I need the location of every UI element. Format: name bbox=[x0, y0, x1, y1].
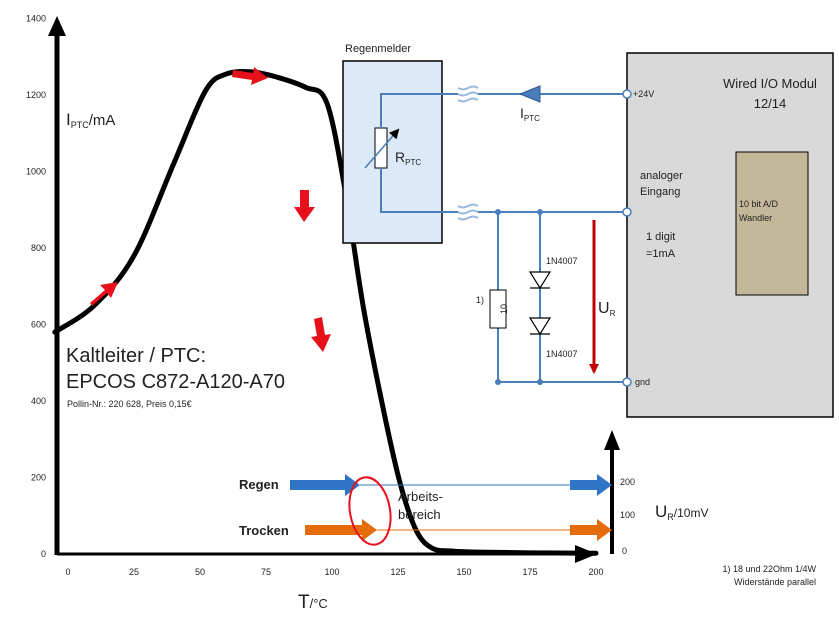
y-tick-label: 1000 bbox=[26, 167, 46, 177]
right-tick-200: 200 bbox=[620, 477, 635, 487]
regen-arrow-right bbox=[570, 474, 612, 496]
trocken-arrow-right bbox=[570, 519, 612, 541]
title-line-2: EPCOS C872-A120-A70 bbox=[66, 371, 285, 393]
right-tick-100: 100 bbox=[620, 510, 635, 520]
right-axis-arrowhead bbox=[604, 430, 620, 450]
regenmelder-title: Regenmelder bbox=[345, 43, 411, 55]
ptc-resistor bbox=[374, 127, 388, 169]
footnote-1: 1) 18 und 22Ohm 1/4W bbox=[722, 564, 816, 574]
rptc-label: RPTC bbox=[395, 149, 421, 167]
red-arrow-2 bbox=[232, 67, 268, 85]
pin-24v bbox=[622, 89, 632, 99]
adc-label-1: 10 bit A/D bbox=[739, 199, 779, 209]
io-module-title-2: 12/14 bbox=[754, 96, 787, 111]
y-tick-label: 1400 bbox=[26, 14, 46, 24]
ptc-current-curve bbox=[52, 69, 599, 556]
trocken-arrow-left bbox=[305, 519, 377, 541]
y-tick-label: 1200 bbox=[26, 90, 46, 100]
title-line-1: Kaltleiter / PTC: bbox=[66, 345, 206, 367]
pin-gnd-label: gnd bbox=[635, 377, 650, 387]
y-axis-label: IPTC/mA bbox=[66, 110, 115, 130]
ur-label: UR bbox=[598, 300, 616, 318]
ptc-variable-arrow bbox=[364, 128, 400, 169]
y-tick-labels: 0 200 400 600 800 1000 1200 1400 bbox=[26, 14, 46, 560]
red-arrow-3 bbox=[294, 190, 315, 222]
y-axis-arrowhead bbox=[48, 16, 66, 36]
analog-input-label-1: analoger bbox=[640, 170, 683, 182]
x-axis-label: T/°C bbox=[298, 592, 328, 613]
x-tick-label: 75 bbox=[261, 567, 271, 577]
red-arrow-1 bbox=[90, 282, 118, 306]
x-tick-label: 50 bbox=[195, 567, 205, 577]
diode-2 bbox=[528, 317, 552, 336]
shunt-resistor-value: 10 bbox=[499, 304, 509, 314]
diode-1 bbox=[528, 271, 552, 290]
arbeitsbereich-line-2: bereich bbox=[398, 507, 441, 522]
arbeitsbereich-ellipse bbox=[348, 476, 392, 546]
y-tick-label: 400 bbox=[31, 396, 46, 406]
x-tick-labels: 0 25 50 75 100 125 150 175 200 bbox=[65, 567, 603, 577]
y-tick-label: 0 bbox=[41, 549, 46, 559]
footnote-2: Widerstände parallel bbox=[734, 577, 816, 587]
x-tick-label: 200 bbox=[588, 567, 603, 577]
adc-label-2: Wandler bbox=[739, 213, 772, 223]
x-tick-label: 0 bbox=[65, 567, 70, 577]
shunt-resistor-ref: 1) bbox=[476, 295, 484, 305]
right-axis-label: UR/10mV bbox=[655, 502, 708, 522]
regen-arrow-left bbox=[290, 474, 360, 496]
right-tick-0: 0 bbox=[622, 546, 627, 556]
x-tick-label: 25 bbox=[129, 567, 139, 577]
current-arrow bbox=[518, 85, 541, 103]
shunt-resistor bbox=[489, 289, 507, 329]
digit-note-2: =1mA bbox=[646, 248, 676, 260]
x-tick-label: 100 bbox=[324, 567, 339, 577]
y-tick-label: 600 bbox=[31, 320, 46, 330]
y-tick-label: 200 bbox=[31, 473, 46, 483]
x-tick-label: 125 bbox=[390, 567, 405, 577]
analog-input-label-2: Eingang bbox=[640, 186, 680, 198]
trocken-label: Trocken bbox=[239, 523, 289, 538]
title-note: Pollin-Nr.: 220 628, Preis 0,15€ bbox=[67, 399, 192, 409]
arbeitsbereich-line-1: Arbeits- bbox=[398, 489, 443, 504]
pin-gnd bbox=[622, 377, 632, 387]
diode-1-label: 1N4007 bbox=[546, 256, 578, 266]
cable-break-symbols bbox=[457, 85, 479, 221]
x-tick-label: 150 bbox=[456, 567, 471, 577]
pin-analog bbox=[622, 207, 632, 217]
pin-24v-label: +24V bbox=[633, 89, 654, 99]
x-tick-label: 175 bbox=[522, 567, 537, 577]
digit-note-1: 1 digit bbox=[646, 231, 675, 243]
y-tick-label: 800 bbox=[31, 243, 46, 253]
red-arrow-4 bbox=[311, 317, 331, 352]
adc-box bbox=[735, 151, 809, 296]
diode-2-label: 1N4007 bbox=[546, 349, 578, 359]
junction-dots bbox=[495, 209, 543, 385]
curve-direction-arrows bbox=[90, 67, 331, 352]
io-module-title-1: Wired I/O Modul bbox=[723, 76, 817, 91]
regenmelder-box bbox=[342, 60, 443, 244]
regen-label: Regen bbox=[239, 477, 279, 492]
current-label: IPTC bbox=[520, 105, 540, 123]
